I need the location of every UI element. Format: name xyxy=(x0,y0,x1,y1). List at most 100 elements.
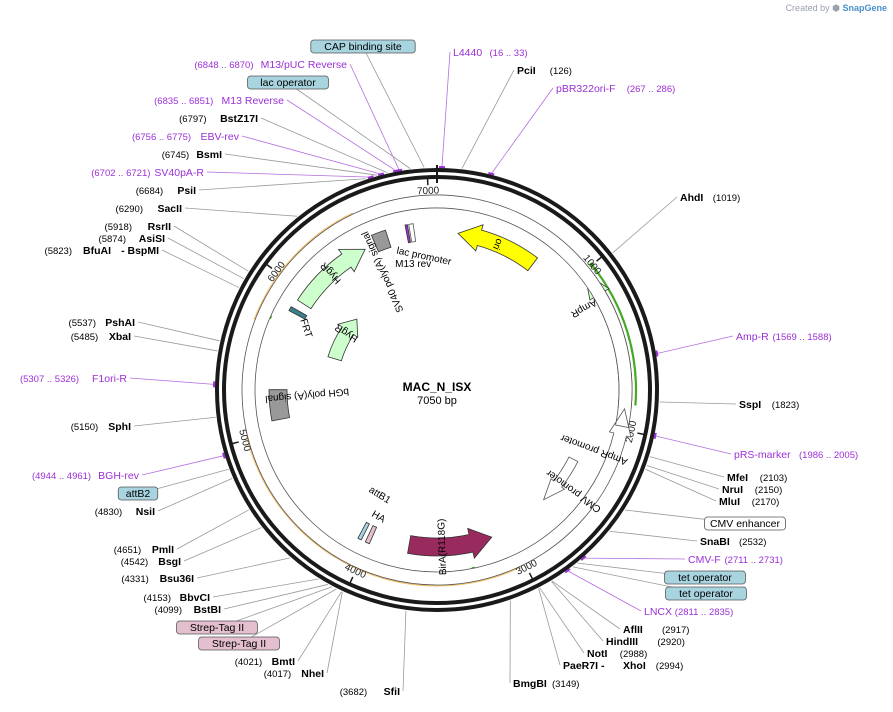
leader-lncx xyxy=(567,570,642,612)
label-name-bmti: BmtI xyxy=(272,656,295,668)
label-coords-ebv-rev: (6756 .. 6775) xyxy=(132,132,191,143)
label-coords-sspi: (1823) xyxy=(772,400,799,411)
feature-label-ori: ori xyxy=(490,237,504,251)
label-coords-nrui: (2150) xyxy=(755,485,782,496)
leader-xbai xyxy=(133,335,218,352)
label-sv40pa-r: SV40pA-R(6702 .. 6721) xyxy=(91,167,204,179)
leader-cap-binding-site xyxy=(362,46,425,168)
snapgene-logo-icon: ⬢ xyxy=(832,3,840,13)
leader-snabi xyxy=(609,530,698,542)
label-name-m13-reverse: M13 Reverse xyxy=(222,95,285,107)
tick-2000 xyxy=(637,432,645,436)
label-bsgi: BsgI(4542) xyxy=(121,556,181,568)
label-coords-prs-marker: (1986 .. 2005) xyxy=(799,450,858,461)
feature-attb1 xyxy=(357,521,370,541)
label-coords-l4440: (16 .. 33) xyxy=(490,48,528,59)
leader-amp-r xyxy=(656,335,734,354)
label-name-lncx: LNCX xyxy=(644,606,672,618)
label-cmv-enhancer: CMV enhancer xyxy=(704,516,786,531)
feature-label-frt: FRT xyxy=(297,318,313,340)
label-name-bsu36i: Bsu36I xyxy=(160,573,195,585)
label-coords-bmti: (4021) xyxy=(235,657,262,668)
feature-label-bgh-polya: bGH poly(A) signal xyxy=(265,385,350,404)
label-bsmi: BsmI(6745) xyxy=(162,149,222,161)
label-attb2: attB2 xyxy=(117,486,159,501)
label-bgh-rev: BGH-rev(4944 .. 4961) xyxy=(32,470,140,482)
center-title: MAC_N_ISX 7050 bp xyxy=(403,380,472,407)
label-name-bstbi: BstBI xyxy=(194,604,222,616)
leader-bsgi xyxy=(183,527,262,562)
feature-sv40-polya xyxy=(370,229,392,253)
label-box-tet-operator-1 xyxy=(664,570,746,585)
label-name-prs-marker: pRS-marker xyxy=(734,449,791,461)
label-name-mlui: MluI xyxy=(719,496,740,508)
leader-hindiii xyxy=(551,581,604,642)
label-coords-bsgi: (4542) xyxy=(121,557,148,568)
label-bstz17i: BstZ17I(6797) xyxy=(179,113,258,125)
label-bbvci: BbvCI(4153) xyxy=(144,592,211,604)
label-name-amp-r: Amp-R xyxy=(736,331,769,343)
label-name-lac-operator: lac operator xyxy=(260,77,316,89)
leader-cmv-f xyxy=(583,557,686,560)
leader-nhei xyxy=(326,591,343,674)
primer-mark-prs-marker xyxy=(653,432,657,439)
label-name-strep-tag-ii-1: Strep-Tag II xyxy=(190,622,244,634)
label-sfii: SfiI (3682) xyxy=(340,686,400,698)
label-box-cap-binding-site xyxy=(310,39,416,54)
feature-cmv-promoter xyxy=(542,456,579,501)
primer-mark-bgh-rev xyxy=(222,452,226,459)
label-name-bfuai: BfuAI xyxy=(83,245,111,257)
label-bsu36i: Bsu36I(4331) xyxy=(121,573,194,585)
leader-xhoi xyxy=(538,588,561,666)
leader-pshai xyxy=(137,321,220,342)
label-name-afiii: AflII xyxy=(623,624,643,636)
label-prs-marker: pRS-marker (1986 .. 2005) xyxy=(734,449,858,461)
leader-asisi xyxy=(167,237,244,280)
leader-sv40pa-r xyxy=(206,171,371,178)
label-coords-pbr322ori-f: (267 .. 286) xyxy=(627,84,676,95)
leader-prs-marker xyxy=(655,435,732,455)
tick-4000 xyxy=(349,576,354,584)
label-coords-noti: (2988) xyxy=(620,649,647,660)
plasmid-name: MAC_N_ISX xyxy=(403,380,472,394)
leader-pcii xyxy=(461,69,515,169)
label-coords-cmv-f: (2711 .. 2731) xyxy=(725,555,783,566)
label-coords-bbvci: (4153) xyxy=(144,593,171,604)
label-name-tet-operator-1: tet operator xyxy=(678,572,732,584)
label-strep-tag-ii-1: Strep-Tag II xyxy=(176,620,258,635)
label-name-nrui: NruI xyxy=(722,484,743,496)
label-nrui: NruI (2150) xyxy=(722,484,782,496)
label-l4440: L4440(16 .. 33) xyxy=(453,47,528,59)
feature-m13-rev xyxy=(404,224,412,244)
leader-sfii xyxy=(402,610,407,692)
leader-pbr322ori-f xyxy=(490,87,554,174)
label-coords-sfii: (3682) xyxy=(340,687,367,698)
leader-lac-operator xyxy=(287,82,411,169)
label-pcii: PciI(126) xyxy=(517,65,572,77)
label-name-bgh-rev: BGH-rev xyxy=(98,470,140,482)
leader-ahdi xyxy=(612,196,678,254)
label-name-tet-operator-2: tet operator xyxy=(679,588,733,600)
label-psii: PsiI(6684) xyxy=(136,185,196,197)
label-name-sspi: SspI xyxy=(739,399,761,411)
label-name-strep-tag-ii-2: Strep-Tag II xyxy=(212,638,266,650)
primer-mark-sv40pa-r xyxy=(367,175,374,179)
feature-ampr-promoter xyxy=(241,194,633,586)
label-name-sfii: SfiI xyxy=(384,686,400,698)
feature-label-ampr: AmpR xyxy=(569,296,599,319)
label-name-bsmi: BsmI xyxy=(196,149,222,161)
label-coords-bfuai: (5823) xyxy=(45,246,72,257)
label-name-sphi: SphI xyxy=(108,421,131,433)
tick-5000 xyxy=(231,441,239,445)
leader-bgh-rev xyxy=(141,455,224,476)
leader-nsii xyxy=(157,478,233,512)
leader-ebv-rev xyxy=(241,135,382,175)
label-name-bmgbi: BmgBI xyxy=(513,678,547,690)
label-coords-xhoi: (2994) xyxy=(656,661,683,672)
leader-bstz17i xyxy=(260,117,388,174)
label-lac-operator: lac operator xyxy=(247,75,329,90)
tick-label-7000: 7000 xyxy=(417,185,440,197)
label-ebv-rev: EBV-rev(6756 .. 6775) xyxy=(132,131,240,143)
leader-bsmi xyxy=(224,153,378,176)
label-coords-f1ori-r: (5307 .. 5326) xyxy=(20,374,79,385)
